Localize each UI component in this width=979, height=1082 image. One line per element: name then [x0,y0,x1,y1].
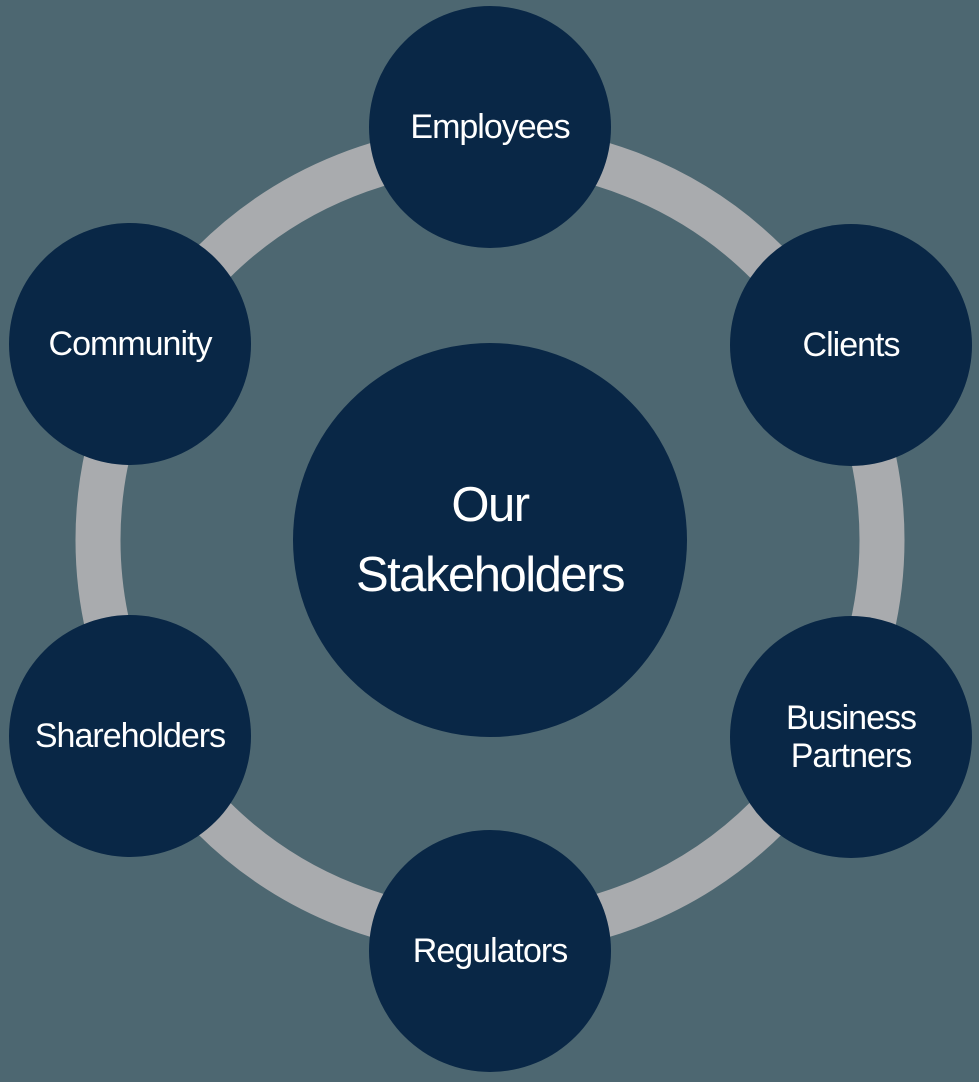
node-shareholders-line1: Shareholders [34,716,226,755]
node-employees-line1: Employees [410,107,570,146]
node-community-label: Community [48,324,213,363]
node-clients-label: Clients [802,325,901,364]
node-employees: Employees [369,6,611,248]
node-shareholders: Shareholders [9,615,251,857]
center-label-line1: Our [451,477,530,532]
node-community: Community [9,223,251,465]
node-clients: Clients [730,224,972,466]
node-regulators-line1: Regulators [412,931,568,970]
node-business-partners-line2: Partners [790,737,912,775]
node-business-partners: Business Partners [730,616,972,858]
node-employees-label: Employees [410,107,570,146]
center-label-line2: Stakeholders [355,548,626,602]
node-shareholders-label: Shareholders [34,716,226,755]
center-circle-our-stakeholders: Our Stakeholders [293,343,687,737]
node-clients-line1: Clients [802,325,901,364]
node-regulators-label: Regulators [412,931,568,970]
node-community-line1: Community [48,324,213,363]
node-business-partners-line1: Business [786,698,917,737]
node-business-partners-label: Business Partners [786,698,917,775]
node-regulators: Regulators [369,830,611,1072]
center-label: Our Stakeholders [355,470,626,610]
